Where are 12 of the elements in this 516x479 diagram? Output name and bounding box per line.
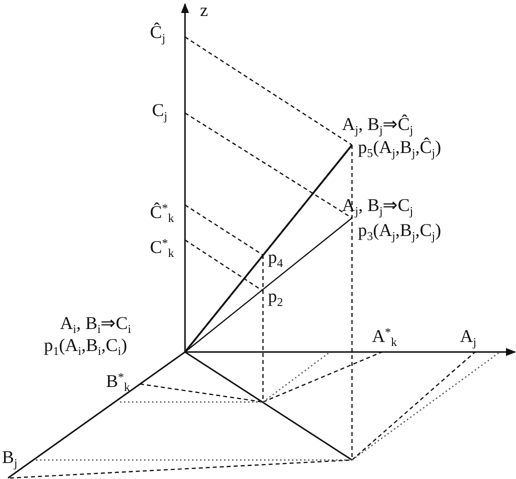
rule-label: A$_{i}$, B$_{i}$⇒C$_{i}$ — [60, 313, 132, 338]
point-label: p$_{1}$(A$_{i}$,B$_{i}$,C$_{i}$) — [44, 335, 128, 360]
point-label: p$_{3}$(A$_{j}$,B$_{j}$,C$_{j}$) — [358, 220, 442, 245]
axis-tick-label: Ĉ$_{j}$ — [150, 22, 166, 47]
rule-label: A$_{j}$, B$_{j}$⇒Ĉ$_{j}$ — [342, 114, 414, 139]
point-label: p$_{4}$ — [268, 247, 283, 272]
axis-label: z — [200, 0, 208, 20]
axis-tick-label: B$_{j}$ — [2, 447, 18, 472]
point-label: p$_{5}$(A$_{j}$,B$_{j}$,Ĉ$_{j}$) — [358, 137, 442, 162]
axis-tick-label: A$_{j}$ — [460, 326, 476, 351]
point-label: p$_{2}$ — [268, 286, 283, 311]
axis-tick-label: C$_{j}$ — [152, 100, 168, 125]
